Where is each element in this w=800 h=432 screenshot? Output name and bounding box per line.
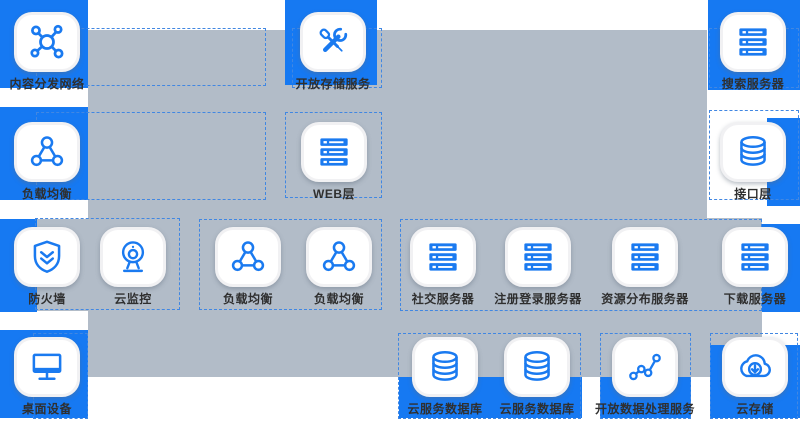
node-tile: [612, 227, 678, 287]
gray-panel-main: [88, 30, 707, 377]
node-label: 防火墙: [28, 292, 66, 306]
node-tile: [722, 227, 788, 287]
node-tile: [306, 227, 372, 287]
node-download-server: 下载服务器: [722, 227, 788, 306]
server-rack-icon: [313, 131, 355, 173]
node-tile: [505, 227, 571, 287]
group-outline-web: [285, 112, 382, 198]
node-label: 负载均衡: [21, 187, 72, 201]
server-rack-icon: [732, 21, 774, 63]
database-icon: [516, 346, 558, 388]
node-tile: [14, 12, 80, 72]
node-tile: [504, 337, 570, 397]
node-label: 云监控: [114, 292, 152, 306]
load-balancer-icon: [318, 236, 360, 278]
node-api-layer: 接口层: [720, 122, 786, 201]
node-tile: [722, 337, 788, 397]
node-tile: [14, 227, 80, 287]
node-label: 资源分布服务器: [601, 292, 689, 306]
node-tile: [100, 227, 166, 287]
load-balancer-icon: [227, 236, 269, 278]
server-rack-icon: [624, 236, 666, 278]
node-slb-b: 负载均衡: [306, 227, 372, 306]
node-label: 负载均衡: [313, 292, 364, 306]
node-login-server: 注册登录服务器: [494, 227, 581, 306]
node-slb-row2: 负载均衡: [14, 122, 80, 201]
node-cloud-monitor: 云监控: [100, 227, 166, 306]
group-outline-slb-row3: [199, 219, 382, 310]
node-cdn: 内容分发网络: [9, 12, 84, 91]
node-label: WEB层: [313, 187, 355, 201]
node-label: 云存储: [736, 402, 774, 416]
server-rack-icon: [422, 236, 464, 278]
node-label: 负载均衡: [222, 292, 273, 306]
tools-icon: [312, 21, 354, 63]
server-rack-icon: [517, 236, 559, 278]
node-tile: [720, 12, 786, 72]
load-balancer-icon: [26, 131, 68, 173]
node-odps: 开放数据处理服务: [595, 337, 695, 416]
monitor-icon: [26, 346, 68, 388]
webcam-icon: [112, 236, 154, 278]
node-label: 下载服务器: [723, 292, 787, 306]
node-cloud-storage: 云存储: [722, 337, 788, 416]
node-tile: [410, 227, 476, 287]
node-firewall: 防火墙: [14, 227, 80, 306]
node-label: 开放数据处理服务: [594, 402, 695, 416]
node-tile: [215, 227, 281, 287]
node-label: 搜索服务器: [721, 77, 785, 91]
node-tile: [612, 337, 678, 397]
node-tile: [300, 12, 366, 72]
group-outline-dbs: [398, 333, 581, 419]
database-icon: [424, 346, 466, 388]
node-resource-server: 资源分布服务器: [601, 227, 688, 306]
cloud-download-icon: [734, 346, 776, 388]
database-icon: [732, 131, 774, 173]
node-slb-a: 负载均衡: [215, 227, 281, 306]
group-outline-odps: [600, 333, 691, 419]
node-label: 社交服务器: [411, 292, 475, 306]
node-web-layer: WEB层: [301, 122, 367, 201]
cdn-network-icon: [26, 21, 68, 63]
shield-icon: [26, 236, 68, 278]
scatter-trend-icon: [624, 346, 666, 388]
node-search-server: 搜索服务器: [720, 12, 786, 91]
node-tile: [412, 337, 478, 397]
node-tile: [14, 337, 80, 397]
server-rack-icon: [734, 236, 776, 278]
node-desktop-device: 桌面设备: [14, 337, 80, 416]
node-cloud-db-b: 云服务数据库: [499, 337, 574, 416]
group-outline-api: [709, 110, 799, 200]
node-oss: 开放存储服务: [295, 12, 370, 91]
node-label: 开放存储服务: [295, 77, 371, 91]
group-outline-storage: [710, 333, 798, 419]
node-label: 内容分发网络: [9, 77, 85, 91]
node-cloud-db-a: 云服务数据库: [407, 337, 482, 416]
node-label: 接口层: [734, 187, 772, 201]
node-tile: [301, 122, 367, 182]
node-label: 云服务数据库: [499, 402, 575, 416]
node-tile: [720, 122, 786, 182]
node-label: 云服务数据库: [407, 402, 483, 416]
node-label: 注册登录服务器: [494, 292, 582, 306]
node-social-server: 社交服务器: [410, 227, 476, 306]
node-tile: [14, 122, 80, 182]
node-label: 桌面设备: [21, 402, 72, 416]
